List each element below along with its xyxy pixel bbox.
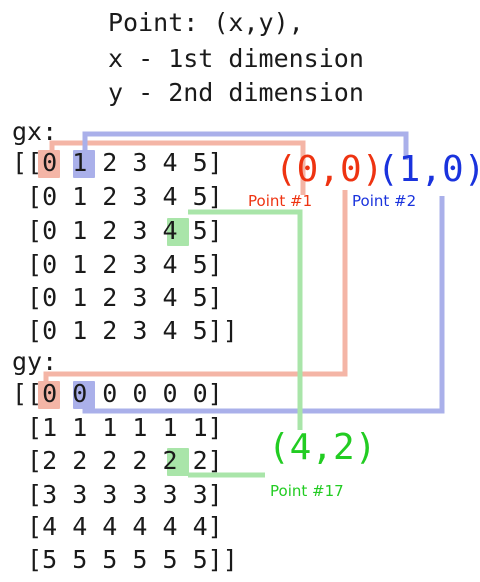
gx-label: gx: [12,117,58,146]
gx-row-1: [0 1 2 3 4 5] [12,182,223,211]
gy-row-5: [5 5 5 5 5 5]] [12,545,238,574]
point-1-label: Point #1 [248,192,313,210]
gy-row-0: [[0 0 0 0 0 0] [12,379,223,408]
green-connector-gx [188,209,303,430]
gy-row-3: [3 3 3 3 3 3] [12,480,223,509]
gy-row-4: [4 4 4 4 4 4] [12,512,223,541]
header-line-3: y - 2nd dimension [108,78,364,107]
point-2-label: Point #2 [352,192,417,210]
gx-row-5: [0 1 2 3 4 5]] [12,316,238,345]
gx-row-4: [0 1 2 3 4 5] [12,283,223,312]
point-2-coord: (1,0) [377,149,480,190]
highlight-gx-0-1 [73,150,95,178]
gy-row-1: [1 1 1 1 1 1] [12,413,223,442]
blue-connector-gx [82,131,409,160]
header-line-2: x - 1st dimension [108,44,364,73]
highlight-gx-2-4 [167,218,189,246]
point-17-label: Point #17 [270,482,344,500]
point-1-coord: (0,0) [275,149,384,190]
gx-row-0: [[0 1 2 3 4 5] [12,148,223,177]
point-17-coord: (4,2) [268,427,377,468]
red-connector-gy [43,190,348,383]
gx-row-2: [0 1 2 3 4 5] [12,216,223,245]
gy-label: gy: [12,347,58,376]
gx-row-3: [0 1 2 3 4 5] [12,250,223,279]
highlight-gy-0-1 [73,381,95,409]
highlight-gx-0-0 [38,150,60,178]
highlight-gy-0-0 [38,381,60,409]
header-line-1: Point: (x,y), [108,8,304,37]
highlight-gy-2-4 [167,448,189,476]
gy-row-2: [2 2 2 2 2 2] [12,446,223,475]
